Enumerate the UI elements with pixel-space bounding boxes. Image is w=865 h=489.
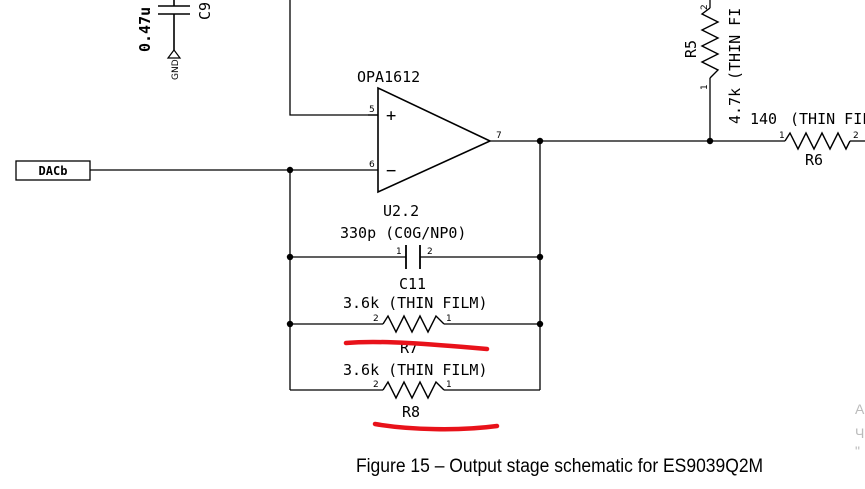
r6-ref: R6 <box>805 151 823 169</box>
opamp-symbol <box>377 86 492 194</box>
gnd-symbol <box>166 49 182 59</box>
dacb-net-label <box>15 160 91 181</box>
c11-pin-right: 2 <box>427 247 433 257</box>
figure-caption: Figure 15 – Output stage schematic for E… <box>356 456 764 477</box>
r7-pin-left: 2 <box>373 314 379 324</box>
opamp-pin5: 5 <box>369 105 375 115</box>
edge-char-1: A <box>855 401 865 417</box>
c9-value: 0.47u <box>136 7 154 52</box>
junction-dot <box>286 253 294 261</box>
r6-type: (THIN FIL <box>790 110 865 128</box>
gnd-label: GND <box>171 59 181 80</box>
junction-dot <box>286 166 294 174</box>
r8-value: 3.6k (THIN FILM) <box>343 361 488 379</box>
opamp-ref-label: U2.2 <box>383 202 419 220</box>
opamp-pin6: 6 <box>369 160 375 170</box>
r5-value: 4.7k <box>726 88 744 124</box>
junction-dot <box>706 137 714 145</box>
opamp-plus-sign: + <box>386 106 396 126</box>
r6-resistor <box>784 131 851 151</box>
c11-value: 330p (C0G/NP0) <box>340 224 466 242</box>
dacb-label-text: DACb <box>39 164 68 178</box>
r7-value: 3.6k (THIN FILM) <box>343 294 488 312</box>
wire-plus-input <box>289 0 378 116</box>
c9-ref: C9 <box>196 2 214 20</box>
r7-resistor <box>382 314 445 334</box>
r7-pin-right: 1 <box>446 314 452 324</box>
junction-dot <box>286 320 294 328</box>
r6-pin-left: 1 <box>779 131 785 141</box>
r5-type: (THIN FI <box>726 8 744 80</box>
c11-pin-left: 1 <box>396 247 402 257</box>
junction-dot <box>536 137 544 145</box>
r5-pin-top: 2 <box>700 4 710 10</box>
r5-pin-bottom: 1 <box>700 84 710 90</box>
highlight-r8 <box>372 421 500 432</box>
edge-char-3: " <box>855 443 860 459</box>
r5-resistor <box>700 7 720 79</box>
opamp-pin7: 7 <box>496 131 502 141</box>
r6-value: 140 <box>750 110 777 128</box>
r8-ref: R8 <box>402 403 420 421</box>
c11-ref: C11 <box>399 275 426 293</box>
opamp-part-label: OPA1612 <box>357 68 420 86</box>
junction-dot <box>536 320 544 328</box>
opamp-minus-sign: − <box>386 161 396 181</box>
r8-pin-right: 1 <box>446 380 452 390</box>
highlight-r7 <box>343 339 490 352</box>
junction-dot <box>536 253 544 261</box>
edge-char-2: Ч <box>855 425 864 441</box>
r8-pin-left: 2 <box>373 380 379 390</box>
r6-pin-right: 2 <box>853 131 859 141</box>
r5-ref: R5 <box>682 40 700 58</box>
r8-resistor <box>382 380 445 400</box>
